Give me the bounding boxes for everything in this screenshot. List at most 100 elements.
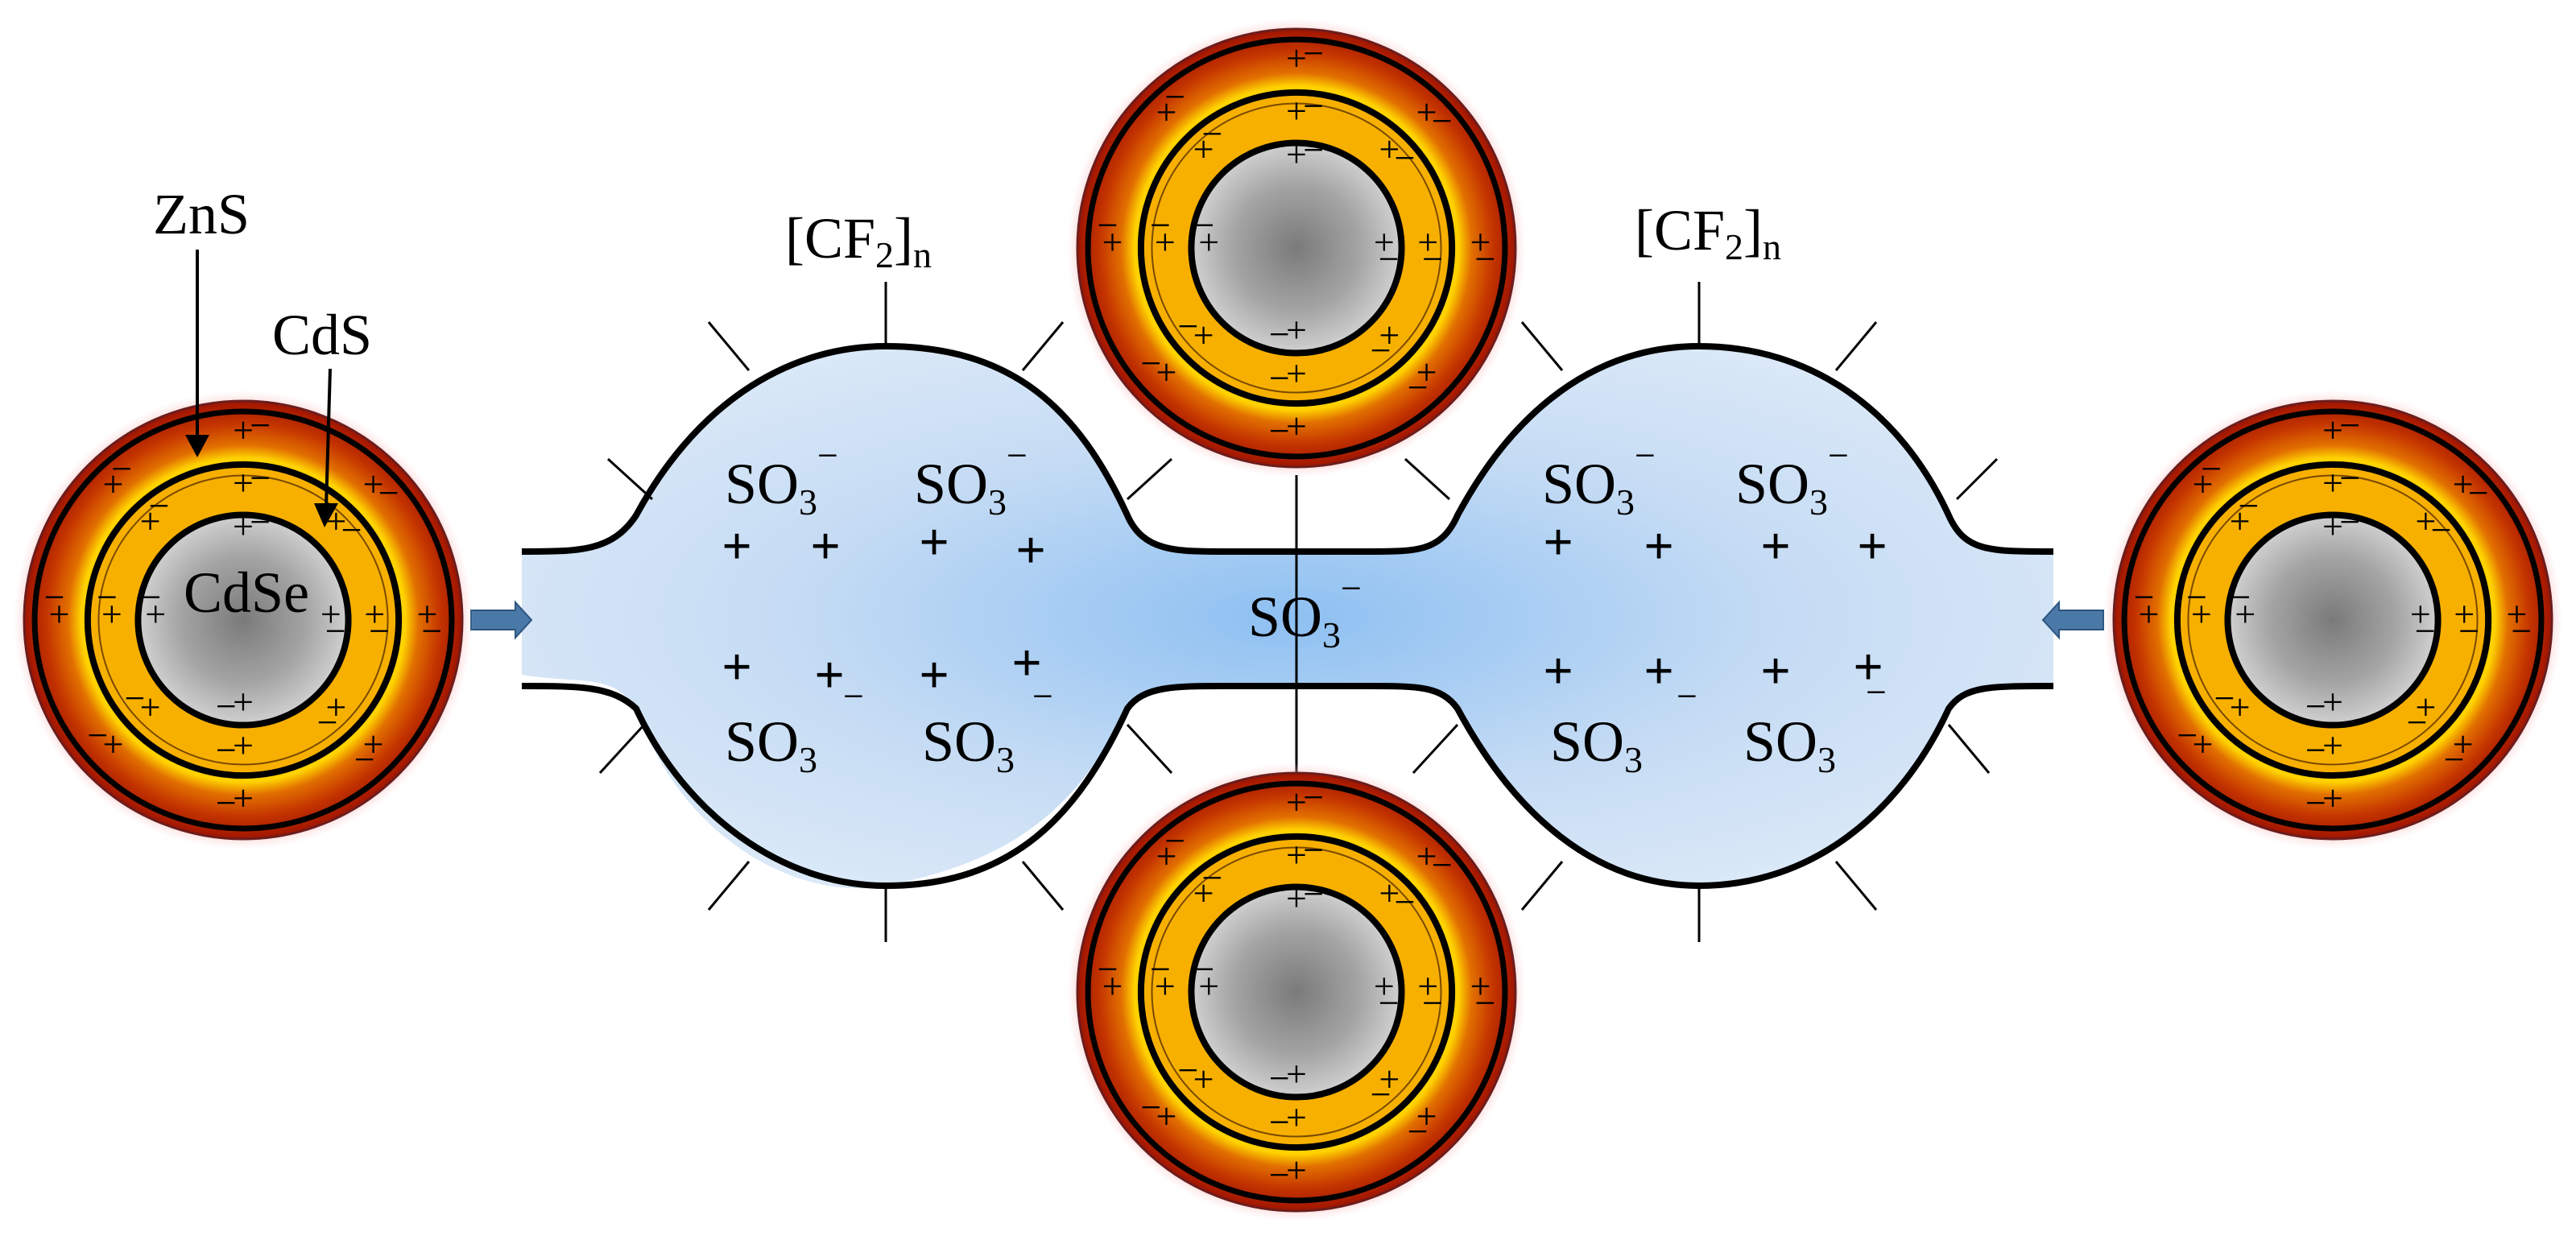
backbone-close: ] [894, 206, 913, 271]
dot-positive-charge: + [320, 593, 341, 634]
dot-positive-charge: + [1286, 1149, 1307, 1190]
dot-negative-charge: − [1408, 1111, 1429, 1152]
dot-negative-charge: − [1269, 410, 1290, 451]
dot-negative-charge: − [2186, 577, 2207, 618]
channel-charges: ++++++++++++++++−−−− [722, 513, 1888, 717]
dot-negative-charge: − [1164, 820, 1185, 861]
channel-positive-charge: + [722, 517, 752, 576]
dot-positive-charge: + [2322, 506, 2343, 547]
channel-positive-charge: + [814, 646, 845, 705]
backbone-sub: 2 [1725, 226, 1743, 267]
dot-negative-charge: − [378, 472, 399, 513]
dot-negative-charge: − [148, 485, 169, 526]
backbone-close: ] [1743, 198, 1763, 262]
channel-fill [522, 346, 2053, 889]
dot-positive-charge: + [1193, 129, 1214, 170]
dot-positive-charge: + [1470, 221, 1491, 262]
dot-negative-charge: − [111, 448, 132, 489]
channel-negative-charge: − [843, 676, 864, 717]
dot-negative-charge: − [2201, 448, 2222, 489]
dot-negative-charge: − [1269, 1102, 1290, 1143]
right-arrow [2041, 600, 2104, 640]
dot-negative-charge: − [1303, 85, 1324, 126]
dot-positive-charge: + [102, 463, 123, 504]
quantum-dot-top: +−+−+−+−+−+−+−+−+−+−+−+−+−+−+−+−+−+−+−+− [1066, 18, 1527, 478]
dot-positive-charge: + [1416, 352, 1437, 393]
dot-positive-charge: + [233, 725, 254, 766]
cds-pointer-arrowhead [314, 503, 338, 527]
dot-positive-charge: + [1286, 38, 1307, 79]
so3-charge: − [1341, 568, 1362, 609]
dot-positive-charge: + [1286, 405, 1307, 446]
so3-subscript: 3 [799, 739, 817, 780]
so3-symbol: SO [914, 452, 988, 516]
cdse-core [1188, 883, 1405, 1101]
dot-negative-charge: − [1395, 881, 1416, 922]
dot-positive-charge: + [233, 506, 254, 547]
so3-symbol: SO [725, 452, 799, 516]
side-chain-tick [1126, 723, 1173, 775]
dot-negative-charge: − [2230, 577, 2251, 618]
dot-positive-charge: + [2410, 593, 2431, 634]
dot-negative-charge: − [1379, 982, 1400, 1023]
dot-negative-charge: − [2339, 501, 2360, 542]
so3-group: SO3− [725, 435, 838, 523]
dot-positive-charge: + [145, 593, 166, 634]
dot-positive-charge: + [1379, 314, 1400, 355]
dot-positive-charge: + [1198, 221, 1219, 262]
dot-negative-charge: − [216, 782, 237, 823]
dot-positive-charge: + [2235, 593, 2256, 634]
dot-negative-charge: − [2177, 715, 2198, 756]
dot-positive-charge: + [2191, 593, 2212, 634]
dot-negative-charge: − [216, 730, 237, 771]
dot-positive-charge: + [1155, 221, 1176, 262]
channel-positive-charge: + [1011, 634, 1042, 692]
dot-positive-charge: + [1379, 873, 1400, 914]
dot-positive-charge: + [363, 463, 384, 504]
backbone-label-left: [CF2]n [785, 206, 932, 275]
dot-positive-charge: + [2454, 593, 2475, 634]
cdse-core [134, 511, 352, 729]
dot-positive-charge: + [1156, 91, 1176, 132]
cds-inner-ring [1151, 102, 1442, 394]
dot-positive-charge: + [2322, 410, 2343, 451]
dot-positive-charge: + [140, 501, 161, 542]
so3-subscript: 3 [1322, 614, 1341, 655]
dot-negative-charge: − [250, 501, 271, 542]
channel-positive-charge: + [1543, 642, 1573, 701]
side-chain-tick [1947, 724, 1991, 774]
so3-group: SO3− [1542, 435, 1656, 523]
quantum-dots: +−+−+−+−+−+−+−+−+−+−+−+−+−+−+−+−+−+−+−+−… [13, 18, 2563, 1222]
dot-positive-charge: + [1470, 965, 1491, 1006]
dot-positive-charge: + [1155, 965, 1176, 1006]
backbone-label-right: [CF2]n [1635, 198, 1781, 267]
svg-text:[CF2]n: [CF2]n [1635, 198, 1781, 267]
cds-pointer-line [325, 368, 332, 508]
dot-negative-charge: − [1371, 330, 1391, 371]
dot-positive-charge: + [1193, 314, 1214, 355]
dot-negative-charge: − [2305, 686, 2326, 727]
dot-positive-charge: + [1193, 1058, 1214, 1099]
dot-positive-charge: + [140, 686, 161, 727]
so3-symbol: SO [725, 709, 799, 774]
dot-negative-charge: − [2407, 702, 2428, 743]
dot-positive-charge: + [1286, 1097, 1307, 1138]
dot-negative-charge: − [2339, 457, 2360, 498]
backbone-n: n [1763, 226, 1781, 267]
side-chain-tick [1126, 457, 1173, 501]
dot-negative-charge: − [250, 457, 271, 498]
dot-positive-charge: + [1156, 835, 1176, 876]
dot-positive-charge: + [1286, 782, 1307, 823]
dot-positive-charge: + [1102, 221, 1123, 262]
dot-positive-charge: + [1416, 1096, 1437, 1137]
dot-negative-charge: − [317, 702, 338, 743]
channel-positive-charge: + [1644, 642, 1674, 701]
dot-negative-charge: − [1408, 367, 1429, 408]
channel-upper-wall [521, 342, 2054, 555]
so3-subscript: 3 [799, 482, 817, 523]
channel-positive-charge: + [1644, 517, 1674, 576]
dot-negative-charge: − [1177, 306, 1198, 347]
dot-positive-charge: + [2322, 681, 2343, 722]
